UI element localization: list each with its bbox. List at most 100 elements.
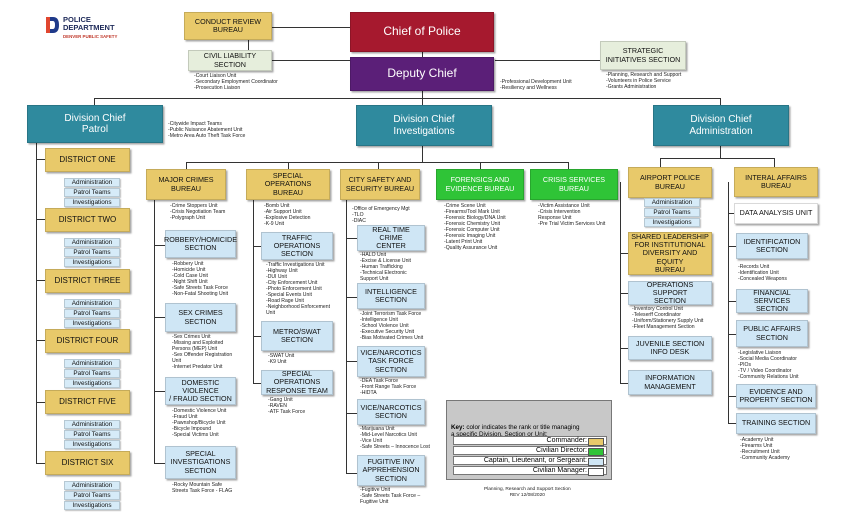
vice-narcotics-task-force-section[interactable]: VICE/NARCOTICS TASK FORCE SECTION bbox=[357, 346, 425, 377]
org-name: POLICE DEPARTMENT bbox=[63, 15, 115, 32]
robbery-homicide-section[interactable]: ROBBERY/HOMICIDE SECTION bbox=[164, 230, 237, 258]
metro-swat-section[interactable]: METRO/SWAT SECTION bbox=[261, 321, 333, 351]
crisis-services-bureau[interactable]: CRISIS SERVICES BUREAU bbox=[530, 169, 618, 200]
district-unit[interactable]: Patrol Teams bbox=[64, 309, 120, 318]
district-unit[interactable]: Administration bbox=[64, 178, 120, 187]
connector-line bbox=[186, 162, 569, 163]
connector-line bbox=[253, 383, 261, 384]
district-unit[interactable]: Patrol Teams bbox=[64, 188, 120, 197]
district-unit[interactable]: Investigations bbox=[64, 379, 120, 388]
training-section[interactable]: TRAINING SECTION bbox=[736, 413, 816, 434]
special-investigations-section[interactable]: SPECIAL INVESTIGATIONS SECTION bbox=[165, 446, 236, 479]
district-unit[interactable]: Administration bbox=[64, 238, 120, 247]
strategic-initiatives-list: -Planning, Research and Support -Volunte… bbox=[606, 72, 682, 91]
city-safety-security-bureau[interactable]: CITY SAFETY AND SECURITY BUREAU bbox=[340, 169, 420, 200]
district-box[interactable]: DISTRICT ONE bbox=[45, 148, 130, 172]
intelligence-section[interactable]: INTELLIGENCE SECTION bbox=[357, 283, 425, 309]
identification-section[interactable]: IDENTIFICATION SECTION bbox=[736, 233, 808, 259]
conduct-review-bureau[interactable]: CONDUCT REVIEW BUREAU bbox=[184, 12, 272, 40]
sex-crimes-section[interactable]: SEX CRIMES SECTION bbox=[165, 303, 236, 332]
domestic-violence-fraud-section[interactable]: DOMESTIC VIOLENCE / FRAUD SECTION bbox=[165, 377, 236, 405]
domestic-violence-list: -Domestic Violence Unit -Fraud Unit -Paw… bbox=[172, 408, 227, 439]
connector-line bbox=[728, 423, 736, 424]
special-operations-bureau[interactable]: SPECIAL OPERATIONS BUREAU bbox=[246, 169, 330, 200]
connector-line bbox=[248, 27, 350, 28]
crisis-services-list: -Victim Assistance Unit -Crisis Interven… bbox=[538, 203, 606, 228]
connector-line bbox=[620, 383, 628, 384]
fugitive-apprehension-section[interactable]: FUGITIVE INV APPREHENSION SECTION bbox=[357, 455, 425, 486]
connector-line bbox=[568, 162, 569, 169]
evidence-property-section[interactable]: EVIDENCE AND PROPERTY SECTION bbox=[736, 384, 816, 408]
division-chief-patrol[interactable]: Division Chief Patrol bbox=[27, 105, 163, 143]
airport-unit[interactable]: Administration bbox=[644, 198, 700, 207]
traffic-operations-section[interactable]: TRAFFIC OPERATIONS SECTION bbox=[261, 232, 333, 260]
special-operations-list: -Bomb Unit -Air Support Unit -Explosive … bbox=[264, 203, 311, 228]
airport-unit[interactable]: Investigations bbox=[644, 218, 700, 227]
legend-swatch bbox=[588, 468, 604, 476]
internal-affairs-bureau[interactable]: INTERAL AFFAIRS BUREAU bbox=[734, 167, 818, 197]
district-unit[interactable]: Patrol Teams bbox=[64, 369, 120, 378]
rtcc-list: -HALO Unit -Excise & License Unit -Human… bbox=[360, 252, 411, 283]
division-chief-investigations[interactable]: Division Chief Investigations bbox=[356, 105, 492, 146]
org-subtitle: DENVER PUBLIC SAFETY bbox=[63, 34, 118, 39]
chief-of-police[interactable]: Chief of Police bbox=[350, 12, 494, 52]
connector-line bbox=[36, 159, 45, 160]
civil-liability-section[interactable]: CIVIL LIABILITY SECTION bbox=[188, 50, 272, 71]
connector-line bbox=[253, 246, 261, 247]
connector-line bbox=[346, 297, 357, 298]
division-chief-administration[interactable]: Division Chief Administration bbox=[653, 105, 789, 146]
real-time-crime-center[interactable]: REAL TIME CRIME CENTER bbox=[357, 225, 425, 251]
connector-line bbox=[346, 473, 357, 474]
district-unit[interactable]: Investigations bbox=[64, 501, 120, 510]
connector-line bbox=[154, 391, 165, 392]
legend-title: Key: color indicates the rank or title m… bbox=[451, 417, 609, 438]
legend-label: Captain, Lieutenant, or Sergeant: bbox=[483, 457, 587, 464]
district-unit[interactable]: Patrol Teams bbox=[64, 248, 120, 257]
connector-line bbox=[36, 143, 37, 463]
district-unit[interactable]: Administration bbox=[64, 359, 120, 368]
district-unit[interactable]: Investigations bbox=[64, 440, 120, 449]
data-analysis-unit[interactable]: DATA ANALYSIS UNIT bbox=[734, 203, 818, 224]
district-unit[interactable]: Administration bbox=[64, 420, 120, 429]
district-unit[interactable]: Investigations bbox=[64, 258, 120, 267]
connector-line bbox=[36, 463, 45, 464]
district-box[interactable]: DISTRICT FOUR bbox=[45, 329, 130, 353]
legend-label: Civilian Manager: bbox=[532, 467, 587, 474]
district-box[interactable]: DISTRICT TWO bbox=[45, 208, 130, 232]
airport-unit[interactable]: Patrol Teams bbox=[644, 208, 700, 217]
strategic-initiatives-section[interactable]: STRATEGIC INITIATIVES SECTION bbox=[600, 41, 686, 70]
district-unit[interactable]: Patrol Teams bbox=[64, 491, 120, 500]
district-box[interactable]: DISTRICT FIVE bbox=[45, 390, 130, 414]
vice-narcotics-task-force-list: -DEA Task Force -Front Range Task Force … bbox=[360, 378, 417, 397]
district-unit[interactable]: Administration bbox=[64, 299, 120, 308]
district-unit[interactable]: Patrol Teams bbox=[64, 430, 120, 439]
fugitive-list: -Fugitive Unit -Safe Streets Task Force … bbox=[360, 487, 421, 506]
forensics-evidence-bureau[interactable]: FORENSICS AND EVIDENCE BUREAU bbox=[436, 169, 524, 200]
connector-line bbox=[774, 158, 775, 167]
district-unit[interactable]: Investigations bbox=[64, 198, 120, 207]
vice-narcotics-section[interactable]: VICE/NARCOTICS SECTION bbox=[357, 399, 425, 425]
major-crimes-bureau[interactable]: MAJOR CRIMES BUREAU bbox=[146, 169, 226, 200]
traffic-operations-list: -Traffic Investigations Unit -Highway Un… bbox=[266, 262, 330, 317]
special-operations-response-team[interactable]: SPECIAL OPERATIONS RESPONSE TEAM bbox=[261, 370, 333, 395]
operations-support-section[interactable]: OPERATIONS SUPPORT SECTION bbox=[628, 280, 712, 305]
connector-line bbox=[154, 317, 165, 318]
deputy-chief[interactable]: Deputy Chief bbox=[350, 57, 494, 91]
district-unit[interactable]: Administration bbox=[64, 481, 120, 490]
airport-police-bureau[interactable]: AIRPORT POLICE BUREAU bbox=[628, 167, 712, 198]
public-affairs-section[interactable]: PUBLIC AFFAIRS SECTION bbox=[736, 320, 808, 347]
connector-line bbox=[346, 238, 357, 239]
legend-key: Key: color indicates the rank or title m… bbox=[446, 400, 612, 480]
juvenile-section-info-desk[interactable]: JUVENILE SECTION INFO DESK bbox=[628, 336, 712, 360]
district-box[interactable]: DISTRICT SIX bbox=[45, 451, 130, 475]
financial-services-section[interactable]: FINANCIAL SERVICES SECTION bbox=[736, 288, 808, 313]
information-management[interactable]: INFORMATION MANAGEMENT bbox=[628, 370, 712, 395]
shared-leadership-bureau[interactable]: SHARED LEADERSHIP FOR INSTITUTIONAL DIVE… bbox=[628, 232, 712, 275]
connector-line bbox=[728, 334, 736, 335]
connector-line bbox=[154, 245, 165, 246]
connector-line bbox=[346, 200, 347, 474]
district-box[interactable]: DISTRICT THREE bbox=[45, 269, 130, 293]
training-list: -Academy Unit -Firearms Unit -Recruitmen… bbox=[740, 437, 790, 462]
intelligence-list: -Joint Terrorism Task Force -Intelligenc… bbox=[360, 311, 424, 342]
district-unit[interactable]: Investigations bbox=[64, 319, 120, 328]
